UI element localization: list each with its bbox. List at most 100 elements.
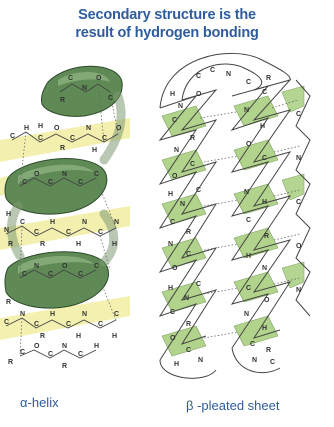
svg-text:H: H bbox=[94, 343, 99, 350]
svg-text:R: R bbox=[6, 299, 11, 306]
svg-text:H: H bbox=[92, 147, 97, 154]
svg-text:C: C bbox=[108, 95, 113, 102]
svg-text:C: C bbox=[94, 171, 99, 178]
svg-text:C: C bbox=[190, 161, 195, 168]
svg-text:R: R bbox=[60, 97, 65, 104]
alpha-helix-caption: α-helix bbox=[20, 395, 59, 410]
svg-text:N: N bbox=[198, 357, 203, 364]
svg-text:N: N bbox=[34, 263, 39, 270]
svg-text:N: N bbox=[20, 311, 25, 318]
svg-text:C: C bbox=[78, 351, 83, 358]
svg-text:R: R bbox=[62, 363, 67, 370]
svg-text:N: N bbox=[168, 241, 173, 248]
svg-text:H: H bbox=[50, 219, 55, 226]
svg-text:C: C bbox=[34, 321, 39, 328]
svg-text:O: O bbox=[246, 141, 252, 148]
svg-text:O: O bbox=[34, 171, 40, 178]
svg-text:C: C bbox=[38, 135, 43, 142]
svg-text:C: C bbox=[20, 219, 25, 226]
svg-text:N: N bbox=[252, 357, 257, 364]
svg-text:N: N bbox=[226, 71, 231, 78]
svg-text:O: O bbox=[196, 91, 202, 98]
svg-text:N: N bbox=[4, 227, 9, 234]
helix-turn-3-highlight bbox=[18, 255, 94, 274]
svg-text:H: H bbox=[50, 311, 55, 318]
svg-text:N: N bbox=[180, 201, 185, 208]
svg-text:H: H bbox=[112, 241, 117, 248]
svg-text:C: C bbox=[66, 229, 71, 236]
svg-text:C: C bbox=[70, 135, 75, 142]
title-line-2: result of hydrogen bonding bbox=[75, 25, 259, 41]
svg-text:C: C bbox=[262, 89, 267, 96]
figure-title: Secondary structure is the result of hyd… bbox=[0, 6, 334, 42]
svg-text:C: C bbox=[98, 321, 103, 328]
svg-text:C: C bbox=[296, 199, 301, 206]
svg-text:C: C bbox=[78, 179, 83, 186]
beta-hairpin-loop bbox=[159, 53, 291, 109]
svg-text:C: C bbox=[4, 319, 9, 326]
svg-text:C: C bbox=[170, 309, 175, 316]
svg-text:C: C bbox=[68, 75, 73, 82]
helix-highlight-bands bbox=[0, 118, 130, 340]
svg-text:O: O bbox=[170, 335, 176, 342]
beta-sheet-caption: β -pleated sheet bbox=[186, 398, 280, 413]
svg-text:R: R bbox=[186, 229, 191, 236]
svg-text:R: R bbox=[266, 347, 271, 354]
svg-text:N: N bbox=[82, 311, 87, 318]
svg-text:H: H bbox=[24, 125, 29, 132]
svg-text:O: O bbox=[296, 243, 302, 250]
title-line-1: Secondary structure is the bbox=[78, 7, 256, 23]
svg-text:O: O bbox=[34, 343, 40, 350]
svg-text:C: C bbox=[102, 135, 107, 142]
svg-text:O: O bbox=[54, 125, 60, 132]
svg-text:H: H bbox=[260, 123, 265, 130]
svg-text:C: C bbox=[98, 229, 103, 236]
svg-text:C: C bbox=[246, 217, 251, 224]
svg-text:C: C bbox=[210, 67, 215, 74]
svg-text:R: R bbox=[186, 321, 191, 328]
svg-text:N: N bbox=[184, 295, 189, 302]
svg-text:R: R bbox=[266, 75, 271, 82]
svg-text:C: C bbox=[10, 133, 15, 140]
svg-text:C: C bbox=[34, 229, 39, 236]
svg-text:O: O bbox=[264, 297, 270, 304]
svg-text:O: O bbox=[172, 173, 178, 180]
svg-text:N: N bbox=[296, 287, 301, 294]
svg-text:N: N bbox=[82, 219, 87, 226]
beta-right-strand-panels bbox=[233, 95, 279, 347]
svg-text:C: C bbox=[22, 271, 27, 278]
svg-text:R: R bbox=[8, 241, 13, 248]
svg-text:N: N bbox=[86, 125, 91, 132]
svg-text:H: H bbox=[76, 333, 81, 340]
svg-text:H: H bbox=[168, 191, 173, 198]
svg-text:N: N bbox=[296, 155, 301, 162]
svg-text:C: C bbox=[250, 341, 255, 348]
helix-backbone bbox=[5, 83, 119, 359]
svg-text:H: H bbox=[38, 123, 43, 130]
svg-text:H: H bbox=[168, 285, 173, 292]
svg-text:R: R bbox=[40, 241, 45, 248]
svg-text:C: C bbox=[20, 349, 25, 356]
beta-hydrogen-bonds bbox=[199, 99, 301, 339]
svg-text:C: C bbox=[172, 117, 177, 124]
svg-text:C: C bbox=[196, 281, 201, 288]
svg-text:C: C bbox=[246, 79, 251, 86]
helix-hydrogen-bonds bbox=[19, 83, 119, 357]
svg-text:C: C bbox=[296, 111, 301, 118]
svg-text:R: R bbox=[60, 145, 65, 152]
svg-text:C: C bbox=[78, 271, 83, 278]
svg-text:C: C bbox=[270, 359, 275, 366]
svg-text:H: H bbox=[174, 361, 179, 368]
svg-text:C: C bbox=[22, 179, 27, 186]
svg-text:C: C bbox=[262, 155, 267, 162]
svg-text:N: N bbox=[114, 219, 119, 226]
svg-text:C: C bbox=[94, 263, 99, 270]
svg-text:H: H bbox=[6, 211, 11, 218]
svg-text:O: O bbox=[116, 125, 122, 132]
beta-strand-outlines bbox=[158, 79, 311, 361]
svg-text:N: N bbox=[178, 103, 183, 110]
helix-turn-1-highlight bbox=[58, 71, 110, 86]
